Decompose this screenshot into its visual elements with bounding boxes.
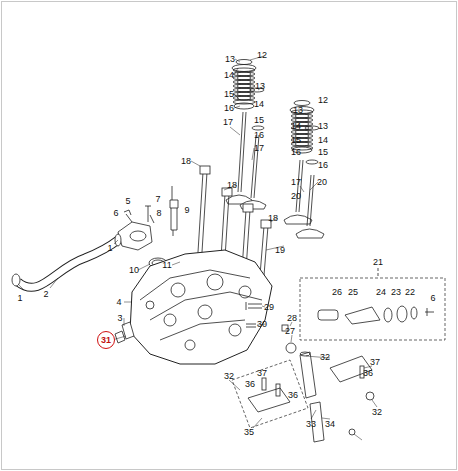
callout-number: 34 bbox=[325, 419, 335, 429]
callout-number: 12 bbox=[318, 95, 328, 105]
spring-coil bbox=[237, 80, 251, 84]
callout-number: 4 bbox=[116, 297, 121, 307]
callout-number: 32 bbox=[224, 371, 234, 381]
callout-number: 20 bbox=[317, 177, 327, 187]
callout-number: 17 bbox=[291, 177, 301, 187]
callout-number: 16 bbox=[318, 160, 328, 170]
callout-number: 15 bbox=[254, 115, 264, 125]
callout-number: 11 bbox=[162, 260, 171, 270]
callout-number: 15 bbox=[224, 89, 234, 99]
spring-coil bbox=[237, 72, 251, 76]
callout-number: 17 bbox=[223, 117, 233, 127]
callout-number: 14 bbox=[318, 135, 328, 145]
callout-number: 18 bbox=[181, 156, 191, 166]
callout-number: 16 bbox=[291, 147, 301, 157]
callout-number: 15 bbox=[318, 147, 328, 157]
spring-coil bbox=[233, 80, 255, 84]
spring-coil bbox=[233, 76, 255, 80]
callout-number: 19 bbox=[275, 245, 285, 255]
callout-number: 22 bbox=[405, 287, 415, 297]
callout-number: 12 bbox=[257, 50, 267, 60]
callout-number: 33 bbox=[306, 419, 316, 429]
spring-coil bbox=[237, 76, 251, 80]
callout-number: 5 bbox=[125, 196, 130, 206]
callout-number: 13 bbox=[318, 121, 328, 131]
callout-number: 7 bbox=[155, 194, 160, 204]
callout-number: 14 bbox=[254, 99, 264, 109]
callout-number: 31 bbox=[101, 335, 111, 345]
callout-number: 18 bbox=[268, 213, 278, 223]
callout-number: 37 bbox=[370, 357, 380, 367]
callout-number: 14 bbox=[291, 121, 301, 131]
callout-number: 26 bbox=[332, 287, 342, 297]
callout-number: 23 bbox=[391, 287, 401, 297]
callout-number: 25 bbox=[348, 287, 358, 297]
callout-number: 18 bbox=[227, 180, 237, 190]
callout-number: 16 bbox=[254, 130, 264, 140]
callout-number: 36 bbox=[245, 379, 255, 389]
callout-number: 13 bbox=[225, 54, 235, 64]
callout-number: 1 bbox=[107, 243, 112, 253]
callout-number: 6 bbox=[430, 293, 435, 303]
callout-number: 24 bbox=[376, 287, 386, 297]
callout-number: 35 bbox=[244, 427, 254, 437]
callout-number: 2 bbox=[43, 289, 48, 299]
spring-coil bbox=[233, 72, 255, 76]
callout-number: 32 bbox=[320, 352, 330, 362]
callout-number: 13 bbox=[293, 105, 303, 115]
callout-number: 8 bbox=[156, 208, 161, 218]
callout-number: 15 bbox=[291, 135, 301, 145]
callout-number: 30 bbox=[257, 319, 267, 329]
spring-coil bbox=[233, 84, 255, 88]
callout-number: 37 bbox=[257, 368, 267, 378]
spring-coil bbox=[233, 92, 255, 96]
spring-coil bbox=[237, 92, 251, 96]
callout-number: 29 bbox=[264, 302, 274, 312]
callout-number: 21 bbox=[373, 257, 383, 267]
callout-number: 10 bbox=[129, 265, 139, 275]
callout-number: 6 bbox=[113, 208, 118, 218]
callout-number: 32 bbox=[372, 407, 382, 417]
callout-number: 9 bbox=[184, 205, 189, 215]
callout-number: 17 bbox=[254, 143, 264, 153]
callout-number: 20 bbox=[291, 191, 301, 201]
callout-number: 13 bbox=[255, 81, 265, 91]
callout-number: 36 bbox=[363, 368, 373, 378]
spring-coil bbox=[237, 88, 251, 92]
callout-number: 3 bbox=[117, 313, 122, 323]
callout-number: 16 bbox=[224, 103, 234, 113]
spring-coil bbox=[237, 84, 251, 88]
callout-number: 14 bbox=[224, 70, 234, 80]
callout-number: 36 bbox=[288, 390, 298, 400]
callout-number: 1 bbox=[17, 293, 22, 303]
callout-number: 28 bbox=[287, 313, 297, 323]
callout-number: 27 bbox=[285, 326, 295, 336]
highlight-circle: 31 bbox=[97, 331, 115, 349]
